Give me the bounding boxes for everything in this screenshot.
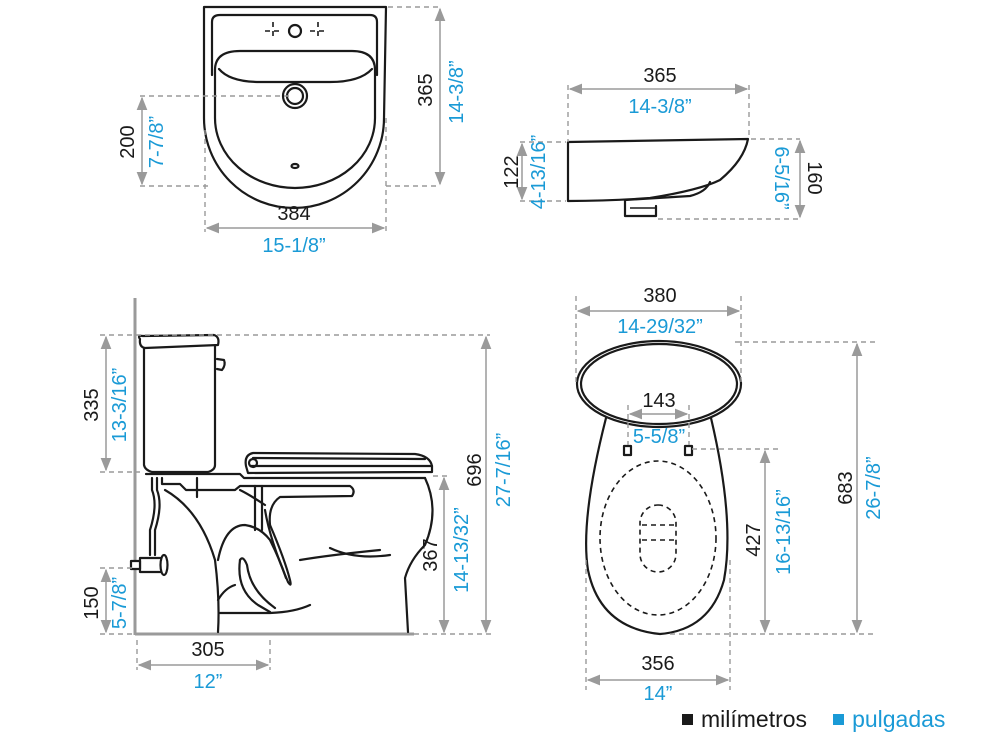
- toilet-side-view: 335 13-3/16” 150 5-7/8” 305 12” 367 14-1…: [81, 298, 515, 693]
- sink-back-height-in: 6-5/16”: [770, 146, 792, 209]
- bolt-spacing-mm: 143: [642, 390, 675, 412]
- total-length-in: 26-7/8”: [863, 456, 885, 519]
- units-legend: milímetros pulgadas: [682, 706, 945, 733]
- seat-height-in: 14-13/32”: [451, 507, 473, 593]
- seat-height-mm: 367: [420, 538, 442, 571]
- sink-drain-height-mm: 200: [117, 125, 139, 158]
- total-height-in: 27-7/16”: [493, 433, 515, 508]
- toilet-top-view: 380 14-29/32” 143 5-5/8” 427 16-13/16” 6…: [575, 285, 885, 705]
- tank-height-in: 13-3/16”: [109, 368, 131, 443]
- legend-inches-label: pulgadas: [852, 706, 946, 732]
- sink-back-height-mm: 160: [803, 161, 825, 194]
- sink-top-width-in: 15-1/8”: [262, 235, 325, 257]
- sink-side-depth-mm: 365: [643, 65, 676, 87]
- total-height-mm: 696: [464, 453, 486, 486]
- base-width-mm: 356: [641, 653, 674, 675]
- legend-millimeters: milímetros: [682, 706, 807, 733]
- sink-top-view: 365 14-3/8” 200 7-7/8” 384 15-1/8”: [117, 5, 468, 257]
- tank-height-mm: 335: [81, 388, 103, 421]
- bowl-length-mm: 427: [743, 523, 765, 556]
- sink-top-height-in: 14-3/8”: [446, 60, 468, 123]
- sink-front-height-in: 4-13/16”: [528, 135, 550, 210]
- bolt-spacing-in: 5-5/8”: [633, 426, 685, 448]
- rough-in-in: 12”: [194, 671, 223, 693]
- blue-square-icon: [833, 714, 845, 725]
- legend-inches: pulgadas: [833, 706, 945, 733]
- sink-front-height-mm: 122: [501, 155, 523, 188]
- total-length-mm: 683: [835, 471, 857, 504]
- base-width-in: 14”: [644, 683, 673, 705]
- sink-side-view: 365 14-3/8” 122 4-13/16” 6-5/16” 160: [501, 65, 825, 220]
- toilet-width-mm: 380: [643, 285, 676, 307]
- legend-millimeters-label: milímetros: [701, 706, 808, 732]
- toilet-width-in: 14-29/32”: [617, 316, 703, 338]
- sink-top-height-mm: 365: [415, 73, 437, 106]
- bowl-length-in: 16-13/16”: [773, 489, 795, 575]
- sink-top-width-mm: 384: [277, 203, 310, 225]
- sink-drain-height-in: 7-7/8”: [146, 116, 168, 168]
- inlet-height-mm: 150: [81, 586, 103, 619]
- rough-in-mm: 305: [191, 639, 224, 661]
- inlet-height-in: 5-7/8”: [109, 577, 131, 629]
- sink-side-depth-in: 14-3/8”: [628, 96, 691, 118]
- black-square-icon: [682, 714, 693, 725]
